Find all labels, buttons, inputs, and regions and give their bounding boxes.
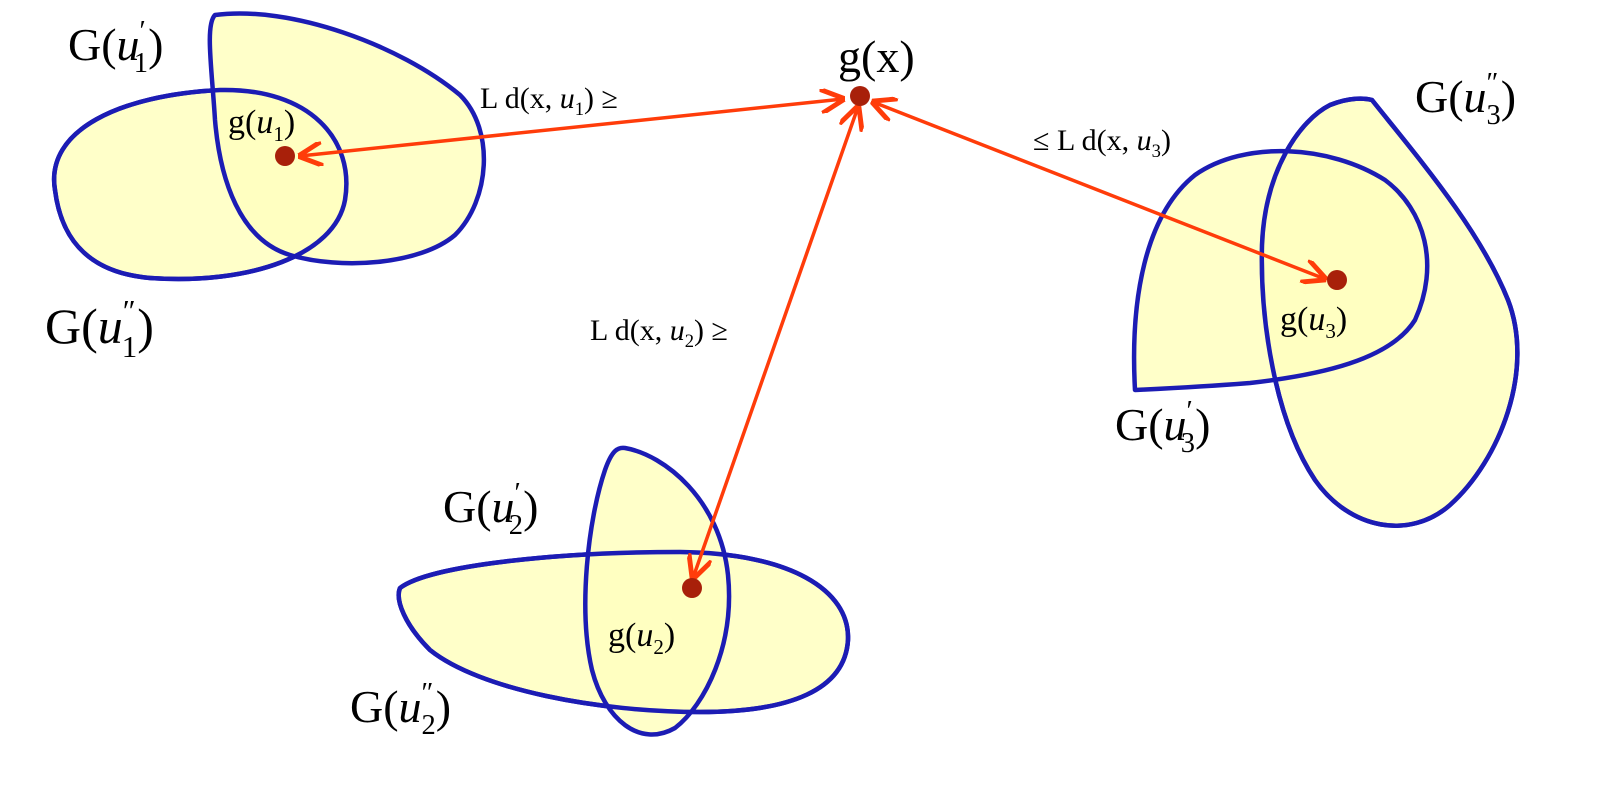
label-gx: g(x) xyxy=(838,31,915,82)
label-G-u2-double-prime: G(u″2) xyxy=(350,678,451,741)
arrow-gx-to-gu2 xyxy=(693,107,858,578)
point-gx xyxy=(850,86,870,106)
point-gu2 xyxy=(682,578,702,598)
label-G-u1-prime: G(u′1) xyxy=(68,16,163,79)
label-G-u1-double-prime: G(u″1) xyxy=(45,293,154,364)
label-G-u3-prime: G(u′3) xyxy=(1115,396,1210,459)
region-G-u2-double-prime-outline xyxy=(396,549,851,715)
label-gu1: g(u1) xyxy=(228,104,295,146)
point-gu1 xyxy=(275,146,295,166)
label-G-u3-double-prime: G(u″3) xyxy=(1415,68,1516,131)
label-distance-2: L d(x, u2) ≥ xyxy=(590,314,728,352)
region-G-u1-double-prime-outline xyxy=(51,87,349,282)
label-gu2: g(u2) xyxy=(608,617,675,659)
label-distance-3: ≤ L d(x, u3) xyxy=(1033,124,1171,162)
label-distance-1: L d(x, u1) ≥ xyxy=(480,82,618,120)
label-G-u2-prime: G(u′2) xyxy=(443,478,538,541)
region-G-u2-prime xyxy=(583,445,732,737)
label-gu3: g(u3) xyxy=(1280,301,1347,343)
arrow-gx-to-gu3 xyxy=(873,102,1325,279)
point-gu3 xyxy=(1327,270,1347,290)
